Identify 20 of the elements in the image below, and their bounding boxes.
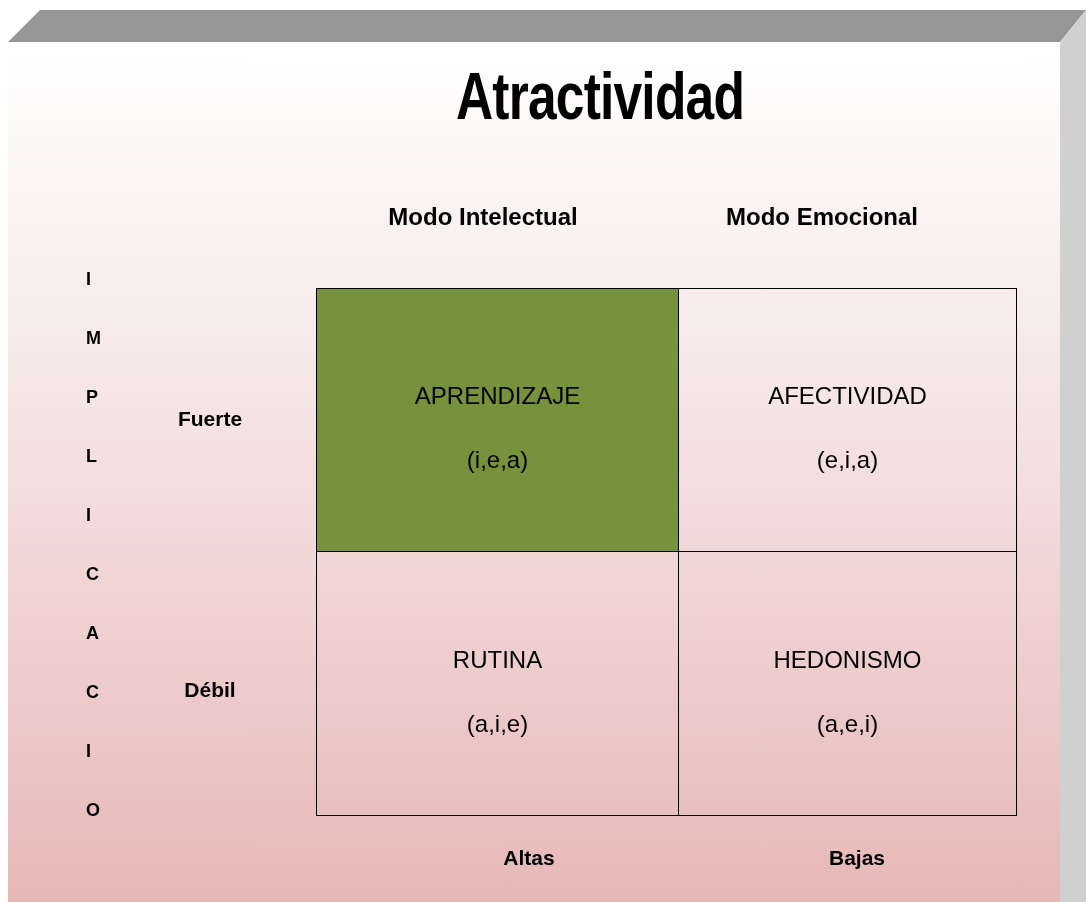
- cell-code: (e,i,a): [816, 446, 879, 474]
- cell-title: APRENDIZAJE: [414, 382, 581, 410]
- column-footer: Altas: [503, 846, 555, 870]
- column-footer: Bajas: [829, 846, 885, 870]
- cell-code: (a,e,i): [816, 709, 879, 738]
- cell-title: AFECTIVIDAD: [768, 382, 927, 410]
- matrix-cell: [316, 288, 679, 552]
- row-label: Débil: [184, 678, 236, 702]
- vertical-axis-title: IMPLICACIO: [86, 268, 104, 822]
- matrix-cell: [678, 551, 1017, 816]
- cell-title: RUTINA: [452, 645, 543, 674]
- title: Atractividad: [454, 58, 746, 134]
- matrix-cell: [316, 551, 679, 816]
- column-header: Modo Intelectual: [388, 203, 578, 231]
- cell-code: (a,i,e): [466, 709, 529, 738]
- column-header: Modo Emocional: [726, 203, 918, 231]
- cell-code: (i,e,a): [466, 446, 529, 474]
- cell-title: HEDONISMO: [773, 645, 922, 674]
- row-label: Fuerte: [177, 407, 243, 431]
- matrix-cell: [678, 288, 1017, 552]
